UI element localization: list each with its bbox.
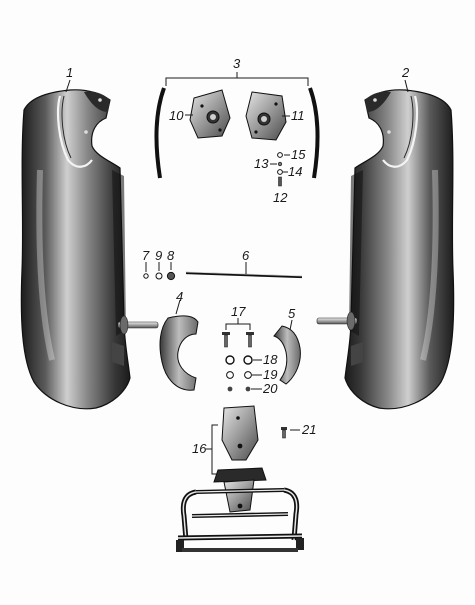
callout-17: 17: [231, 304, 246, 319]
top-hardware: [270, 152, 290, 187]
rod-and-washers: [143, 262, 303, 281]
callout-21: 21: [301, 422, 316, 437]
callout-7: 7: [142, 248, 150, 263]
callout-18: 18: [263, 352, 278, 367]
callout-11: 11: [291, 108, 305, 123]
callout-labels: 1 2 3 4 5 6 7 8 9 10 11 12 13 14 15 16 1…: [65, 56, 410, 456]
callout-6: 6: [242, 248, 250, 263]
callout-2: 2: [401, 65, 410, 80]
callout-20: 20: [262, 381, 278, 396]
callout-1: 1: [66, 65, 73, 80]
callout-13: 13: [254, 156, 269, 171]
callout-14: 14: [288, 164, 302, 179]
callout-19: 19: [263, 367, 277, 382]
callout-3: 3: [233, 56, 241, 71]
callout-8: 8: [167, 248, 175, 263]
bottom-bracket: [176, 405, 304, 552]
callout-4: 4: [176, 289, 183, 304]
callout-12: 12: [273, 190, 288, 205]
left-fairing: [20, 89, 159, 410]
callout-16: 16: [192, 441, 207, 456]
center-hardware: [222, 318, 262, 392]
callout-15: 15: [291, 147, 306, 162]
callout-5: 5: [288, 306, 296, 321]
right-fairing: [316, 89, 455, 410]
curved-shells: [159, 299, 301, 391]
top-bracket-group: [154, 72, 320, 179]
callout-9: 9: [155, 248, 162, 263]
callout-10: 10: [169, 108, 184, 123]
